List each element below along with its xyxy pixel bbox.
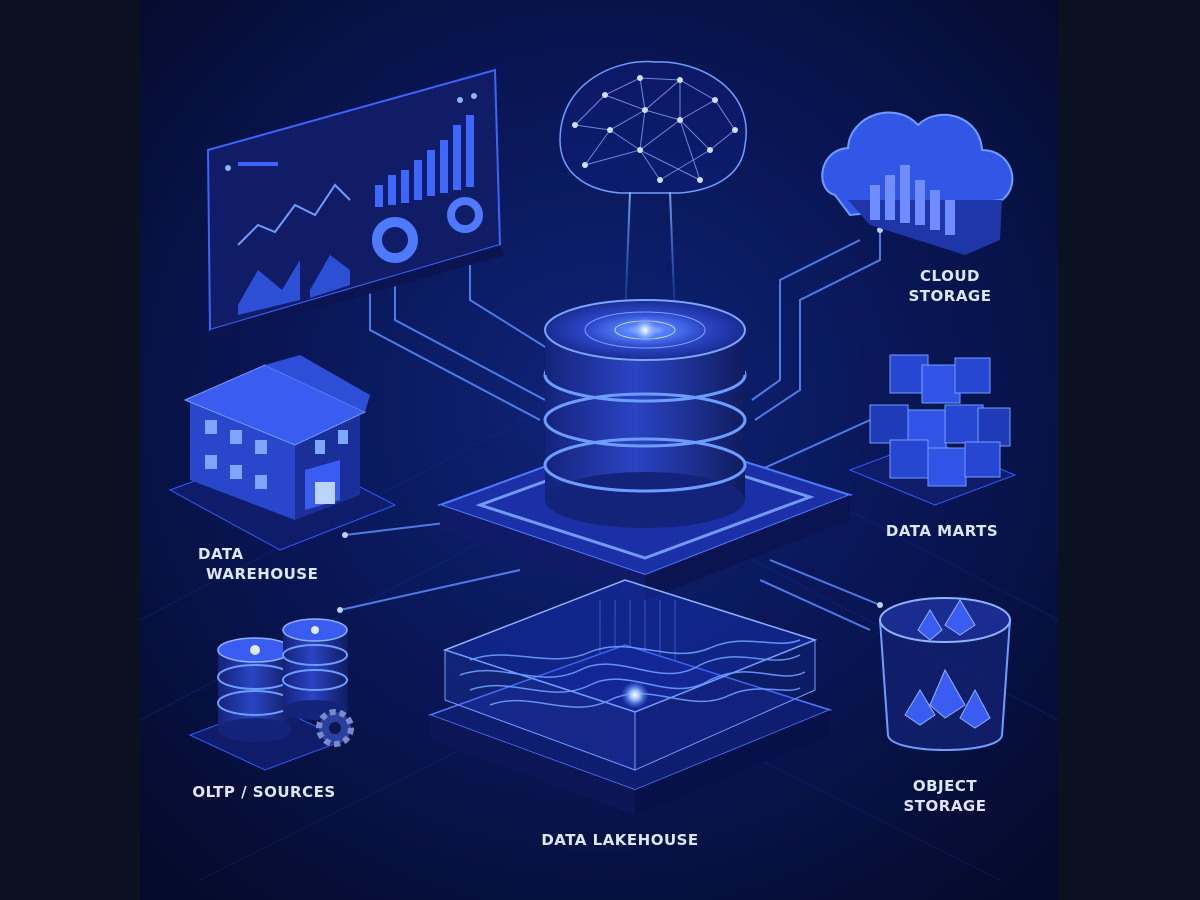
- oltp-databases-icon: [188, 618, 348, 771]
- data-marts-cubes-icon: [848, 354, 1017, 506]
- data-lakehouse-icon: [427, 579, 833, 815]
- brain-network-icon: [559, 60, 747, 321]
- cloud-icon: [821, 111, 1014, 255]
- central-database-icon: [437, 299, 854, 600]
- gear-icon: [316, 709, 354, 747]
- object-storage-label-line1: OBJECT: [913, 777, 978, 795]
- data-lakehouse-label: DATA LAKEHOUSE: [541, 831, 698, 849]
- data-warehouse-label-line2: WAREHOUSE: [206, 565, 318, 583]
- dashboard-panel-icon: [206, 68, 505, 338]
- object-storage-bucket-icon: [878, 597, 1012, 751]
- data-warehouse-label-line1: DATA: [198, 545, 244, 563]
- object-storage-label-line2: STORAGE: [903, 797, 986, 815]
- data-marts-label: DATA MARTS: [886, 522, 998, 540]
- cloud-storage-label-line1: CLOUD: [920, 267, 980, 285]
- connector-lines: [339, 230, 881, 631]
- oltp-sources-label: OLTP / SOURCES: [192, 783, 335, 801]
- cloud-storage-label-line2: STORAGE: [908, 287, 991, 305]
- warehouse-building-icon: [168, 355, 397, 551]
